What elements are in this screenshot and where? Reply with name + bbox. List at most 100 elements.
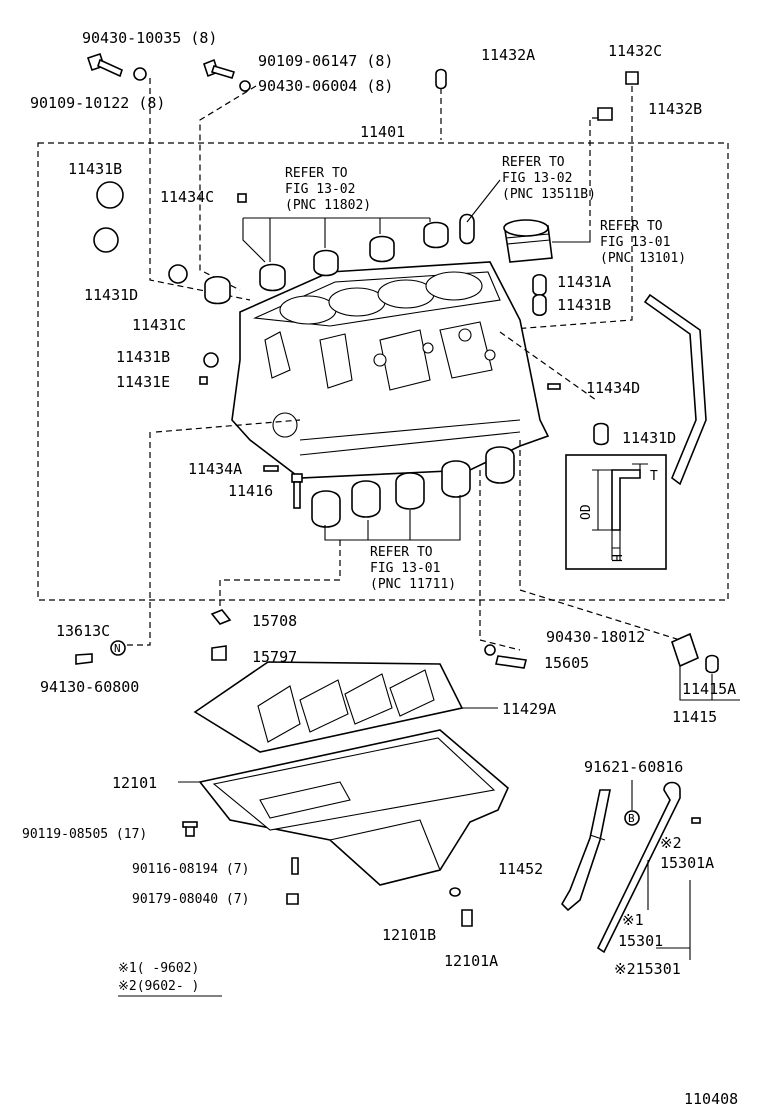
arrow-to-inset-icon: [643, 293, 707, 486]
plug-11431A-icon: [532, 273, 547, 297]
plug-11431D-left-icon: [93, 227, 119, 253]
refer1-line3: (PNC 11802): [285, 198, 371, 213]
refer2-line1: REFER TO: [502, 155, 565, 170]
piston-icon: [503, 219, 553, 263]
bolt-90119-08505-icon: [182, 821, 198, 837]
label-15301A: 15301A: [660, 854, 714, 872]
plug-11431B-top-icon: [96, 181, 124, 209]
label-15797: 15797: [252, 648, 297, 666]
label-11431B-left: 11431B: [116, 348, 170, 366]
label-11432B: 11432B: [648, 100, 702, 118]
pin-11434D-icon: [547, 383, 561, 390]
lower-main-bearings-icon: [311, 446, 515, 528]
refer2-line2: FIG 13-02: [502, 171, 572, 186]
refer3-line2: FIG 13-01: [600, 235, 670, 250]
drain-plug-12101A-icon: [461, 909, 473, 927]
note-1: ※1( -9602): [118, 961, 199, 976]
refer4-line3: (PNC 11711): [370, 577, 456, 592]
label-11431C: 11431C: [132, 316, 186, 334]
diagram-id: 110408: [684, 1090, 738, 1108]
bolt-15605-icon: [495, 655, 527, 669]
label-90430-06004: 90430-06004 (8): [258, 77, 393, 95]
plug-11431B-left-icon: [203, 352, 219, 368]
label-11431B-right: 11431B: [557, 296, 611, 314]
label-15301: 15301: [618, 932, 663, 950]
washer-90430-06004-icon: [239, 80, 251, 92]
plug-11432B-icon: [597, 107, 613, 121]
gasket-11415A-icon: [705, 654, 719, 674]
label-11415A: 11415A: [682, 680, 736, 698]
plug-15797-icon: [211, 645, 227, 661]
bolt-90116-08194-icon: [291, 857, 299, 875]
refer1-line1: REFER TO: [285, 166, 348, 181]
label-15708: 15708: [252, 612, 297, 630]
gasket-90179-08040-icon: [286, 893, 299, 905]
refer2-line3: (PNC 13511B): [502, 187, 596, 202]
circle-B-text: B: [628, 812, 635, 825]
label-11431E: 11431E: [116, 373, 170, 391]
refer4-line1: REFER TO: [370, 545, 433, 560]
label-11431D-right: 11431D: [622, 429, 676, 447]
refer3-line1: REFER TO: [600, 219, 663, 234]
gasket-90430-18012-icon: [484, 644, 496, 656]
label-13613C: 13613C: [56, 622, 110, 640]
label-90116-08194: 90116-08194 (7): [132, 862, 249, 877]
label-15605: 15605: [544, 654, 589, 672]
ring-15301A-icon: [691, 817, 701, 824]
refer1-line2: FIG 13-02: [285, 182, 355, 197]
circle-B-icon: [624, 810, 640, 826]
label-90179-08040: 90179-08040 (7): [132, 892, 249, 907]
oil-pan-gasket-openings: [257, 669, 435, 743]
label-11415: 11415: [672, 708, 717, 726]
label-11431B-top: 11431B: [68, 160, 122, 178]
upper-main-bearings-icon: [204, 221, 449, 305]
label-11452: 11452: [498, 860, 543, 878]
dim-T: T: [650, 469, 658, 484]
label-11431D-left: 11431D: [84, 286, 138, 304]
label-90430-10035: 90430-10035 (8): [82, 29, 217, 47]
drain-cock-11415-icon: [671, 632, 699, 668]
bearing-dimension-inset: [565, 454, 667, 570]
plug-11431E-icon: [199, 376, 208, 385]
label-215301: ※215301: [614, 960, 681, 978]
label-mark2: ※2: [660, 834, 682, 852]
label-12101B: 12101B: [382, 926, 436, 944]
bolt-11416-icon: [291, 473, 303, 509]
circle-N-icon: [110, 640, 126, 656]
label-11416: 11416: [228, 482, 273, 500]
label-11434C: 11434C: [160, 188, 214, 206]
plug-11431D-right-icon: [593, 422, 609, 446]
label-90119-08505: 90119-08505 (17): [22, 827, 147, 842]
washer-90430-10035-icon: [133, 67, 147, 81]
dipstick-15301-icon: [596, 781, 681, 954]
part-labels: 90430-10035 (8) 90109-10122 (8) 90109-06…: [22, 29, 738, 1108]
dim-OD: OD: [579, 504, 594, 520]
plug-11432A-icon: [435, 68, 447, 90]
label-11431A: 11431A: [557, 273, 611, 291]
cylinder-block-icon: [231, 261, 550, 479]
plug-11432C-icon: [625, 71, 639, 85]
pin-11434C-icon: [237, 193, 247, 203]
bolt-90109-06147-icon: [203, 58, 236, 79]
plug-15708-icon: [210, 609, 232, 625]
label-12101: 12101: [112, 774, 157, 792]
label-11401: 11401: [360, 123, 405, 141]
label-11434A: 11434A: [188, 460, 242, 478]
plug-11431C-icon: [168, 264, 188, 284]
label-90430-18012: 90430-18012: [546, 628, 645, 646]
bolt-90109-10122-icon: [86, 52, 123, 78]
label-94130-60800: 94130-60800: [40, 678, 139, 696]
gasket-12101B-icon: [449, 887, 461, 897]
pin-11434A-icon: [263, 465, 279, 472]
thrust-washer-icon: [459, 213, 475, 245]
label-11434D: 11434D: [586, 379, 640, 397]
dim-H: H: [611, 554, 626, 562]
plug-13613C-icon: [75, 653, 93, 665]
note-2: ※2(9602- ): [118, 979, 199, 994]
label-90109-06147: 90109-06147 (8): [258, 52, 393, 70]
plug-11431B-right-icon: [532, 293, 547, 317]
label-11429A: 11429A: [502, 700, 556, 718]
refer3-line3: (PNC 13101): [600, 251, 686, 266]
label-90109-10122: 90109-10122 (8): [30, 94, 165, 112]
